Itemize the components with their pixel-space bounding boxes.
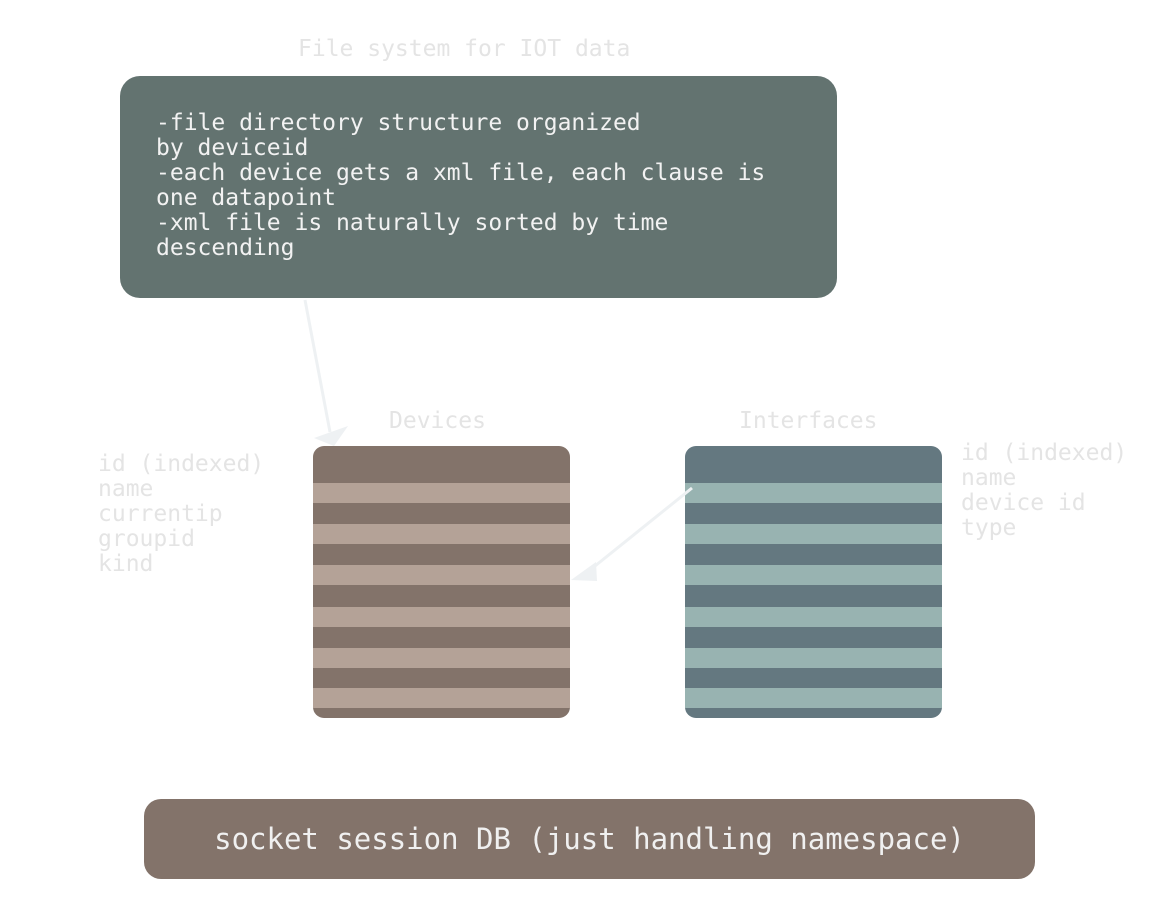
table-row — [313, 648, 570, 668]
interfaces-title: Interfaces — [739, 408, 878, 434]
session-db-label: socket session DB (just handling namespa… — [214, 822, 965, 856]
devices-table-node — [313, 446, 570, 718]
filesystem-node — [120, 76, 837, 298]
devices-fields: id (indexed) name currentip groupid kind — [98, 451, 265, 577]
filesystem-notes: -file directory structure organized by d… — [156, 110, 766, 261]
table-row — [685, 688, 942, 708]
table-row — [313, 688, 570, 708]
devices-title: Devices — [389, 408, 486, 434]
table-row — [313, 607, 570, 627]
table-row — [685, 565, 942, 585]
table-row — [313, 565, 570, 585]
table-row — [313, 483, 570, 503]
table-row — [685, 648, 942, 668]
interfaces-fields: id (indexed) name device id type — [961, 440, 1128, 541]
interfaces-to-devices-arrow — [571, 486, 693, 581]
table-row — [685, 607, 942, 627]
table-row — [685, 483, 942, 503]
filesystem-to-devices-arrow — [303, 299, 348, 446]
session-db-node: socket session DB (just handling namespa… — [144, 799, 1035, 879]
filesystem-title: File system for IOT data — [298, 36, 631, 62]
table-row — [685, 524, 942, 544]
interfaces-table-node — [685, 446, 942, 718]
table-row — [313, 524, 570, 544]
